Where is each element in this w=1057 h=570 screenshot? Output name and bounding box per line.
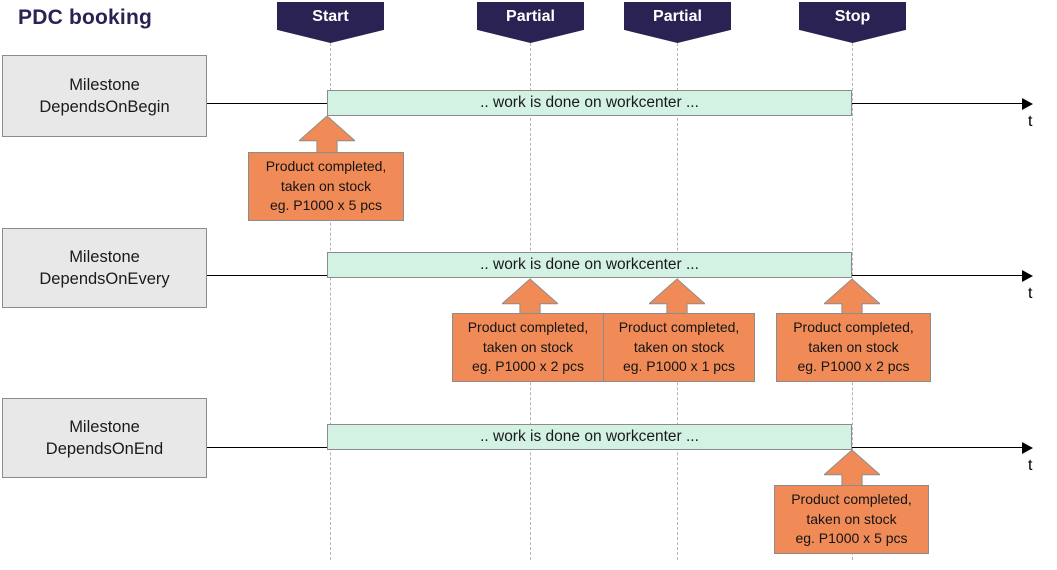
phase-banner-label: Stop	[834, 8, 871, 25]
callout-every-2: Product completed, taken on stock eg. P100…	[603, 313, 755, 382]
callout-text-line: taken on stock	[482, 338, 574, 355]
callout-text-line: eg. P1000 x 2 pcs	[471, 358, 585, 375]
callout-text-line: taken on stock	[633, 338, 725, 355]
callout-text-line: eg. P1000 x 5 pcs	[269, 197, 383, 214]
time-axis-arrowhead-icon	[1022, 270, 1033, 282]
callout-text-line: Product completed,	[618, 318, 740, 335]
page-title: PDC booking	[18, 6, 153, 29]
phase-banner-stop: Stop	[799, 2, 906, 43]
callout-text-line: Product completed,	[791, 490, 912, 507]
work-bar-label: .. work is done on workcenter ...	[480, 428, 699, 445]
milestone-label-line: Milestone	[69, 417, 140, 436]
milestone-label-line: Milestone	[69, 75, 140, 94]
work-bar-depends-on-begin: .. work is done on workcenter ...	[327, 90, 852, 116]
milestone-label-line: DependsOnEnd	[45, 440, 164, 458]
milestone-label-line: DependsOnEvery	[39, 270, 170, 288]
milestone-label-line: Milestone	[69, 247, 140, 266]
time-axis-label: t	[1028, 113, 1033, 130]
milestone-label-line: DependsOnBegin	[39, 98, 170, 116]
work-bar-label: .. work is done on workcenter ...	[480, 94, 699, 111]
time-axis-label: t	[1028, 457, 1033, 474]
callout-every-3: Product completed, taken on stock eg. P100…	[776, 313, 931, 382]
callout-text-line: Product completed,	[467, 318, 589, 335]
callout-text-line: taken on stock	[280, 177, 372, 194]
callout-every-1: Product completed, taken on stock eg. P100…	[452, 313, 604, 382]
callout-text-line: Product completed,	[265, 157, 387, 174]
callout-text-line: taken on stock	[806, 510, 897, 527]
guide-start	[330, 43, 331, 560]
callout-text-line: eg. P1000 x 1 pcs	[622, 358, 736, 375]
time-axis-arrowhead-icon	[1022, 442, 1033, 454]
callout-end: Product completed, taken on stock eg. P100…	[774, 485, 929, 554]
work-bar-label: .. work is done on workcenter ...	[480, 256, 699, 273]
phase-banner-start: Start	[277, 2, 384, 43]
phase-banner-label: Partial	[653, 8, 702, 25]
phase-banner-partial-1: Partial	[477, 2, 584, 43]
callout-text-line: eg. P1000 x 2 pcs	[797, 358, 910, 375]
work-bar-depends-on-end: .. work is done on workcenter ...	[327, 424, 852, 450]
callout-arrow-icon	[297, 115, 357, 157]
work-bar-depends-on-every: .. work is done on workcenter ...	[327, 252, 852, 278]
callout-text-line: taken on stock	[808, 338, 899, 355]
time-axis-label: t	[1028, 285, 1033, 302]
callout-arrow-icon	[822, 449, 882, 491]
phase-banner-label: Start	[312, 8, 349, 25]
phase-banner-label: Partial	[506, 8, 555, 25]
callout-text-line: eg. P1000 x 5 pcs	[795, 530, 908, 547]
callout-text-line: Product completed,	[793, 318, 914, 335]
callout-begin: Product completed, taken on stock eg. P100…	[248, 152, 404, 221]
phase-banner-partial-2: Partial	[624, 2, 731, 43]
time-axis-arrowhead-icon	[1022, 98, 1033, 110]
